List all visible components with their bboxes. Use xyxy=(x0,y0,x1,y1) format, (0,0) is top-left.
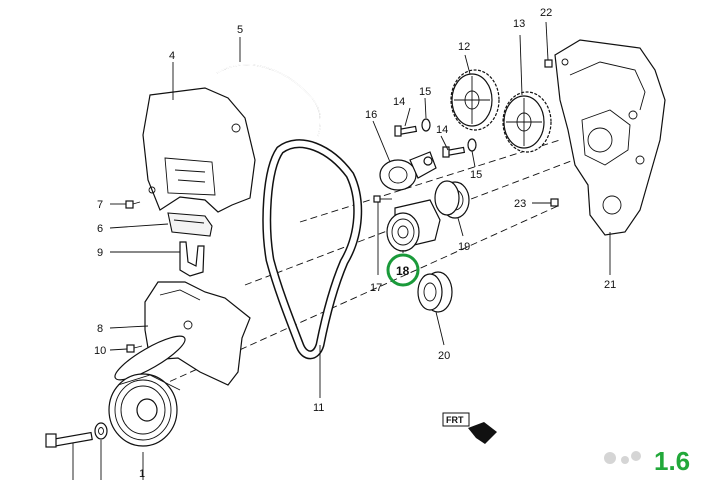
bolt-10 xyxy=(126,344,143,353)
engine-size-badge: 1.6 xyxy=(654,446,690,476)
callout-19: 19 xyxy=(458,241,470,253)
camshaft-gear-13 xyxy=(502,91,552,153)
crankshaft-sprocket xyxy=(417,271,453,313)
bolt-23 xyxy=(550,198,559,207)
rear-timing-cover xyxy=(554,39,666,236)
bolt-14-lower xyxy=(442,146,466,158)
callout-20: 20 xyxy=(438,350,450,362)
callout-17: 17 xyxy=(370,282,382,294)
bolt-7 xyxy=(125,200,141,209)
callout-14-lower: 14 xyxy=(436,124,448,136)
washer-15-upper xyxy=(421,118,431,132)
leader-lines xyxy=(72,21,611,480)
callout-10: 10 xyxy=(94,345,106,357)
highlight-circle xyxy=(386,253,420,287)
callout-1: 1 xyxy=(139,468,145,480)
callout-16: 16 xyxy=(365,109,377,121)
callout-8: 8 xyxy=(97,323,103,335)
timing-belt xyxy=(262,139,363,360)
bolt-14-upper xyxy=(394,125,418,137)
callout-21: 21 xyxy=(604,279,616,291)
idler-pulley xyxy=(434,180,470,219)
callout-14-upper: 14 xyxy=(393,96,405,108)
callout-labels: 1 4 5 6 7 8 9 10 11 12 13 14 14 15 15 16… xyxy=(94,7,616,480)
callout-15-upper: 15 xyxy=(419,86,431,98)
crank-bolt xyxy=(45,431,93,448)
crank-washer xyxy=(94,422,108,440)
callout-6: 6 xyxy=(97,223,103,235)
water-pump xyxy=(386,199,441,252)
front-arrow-icon xyxy=(468,422,497,444)
callout-9: 9 xyxy=(97,247,103,259)
front-direction-indicator: FRT xyxy=(442,412,497,444)
callout-18: 18 xyxy=(396,264,410,278)
camshaft-gear-12 xyxy=(450,69,500,131)
lower-timing-cover xyxy=(144,281,251,386)
callout-22: 22 xyxy=(540,7,552,19)
callout-11: 11 xyxy=(313,402,324,414)
callout-7: 7 xyxy=(97,199,103,211)
frt-label: FRT xyxy=(446,415,464,425)
bolt-17 xyxy=(373,195,392,203)
callout-4: 4 xyxy=(169,50,175,62)
callout-23: 23 xyxy=(514,198,526,210)
watermark-icon xyxy=(604,451,641,464)
cover-bracket xyxy=(179,241,205,277)
bolt-22 xyxy=(544,59,553,68)
washer-15-lower xyxy=(467,138,477,152)
callout-13: 13 xyxy=(513,18,525,30)
upper-timing-cover xyxy=(142,87,256,213)
callout-15-lower: 15 xyxy=(470,169,482,181)
cover-gasket xyxy=(167,212,213,237)
callout-12: 12 xyxy=(458,41,470,53)
crankshaft-pulley xyxy=(108,335,186,447)
belt-tensioner xyxy=(379,151,437,191)
cover-seal-strip xyxy=(216,64,322,137)
callout-5: 5 xyxy=(237,24,243,36)
